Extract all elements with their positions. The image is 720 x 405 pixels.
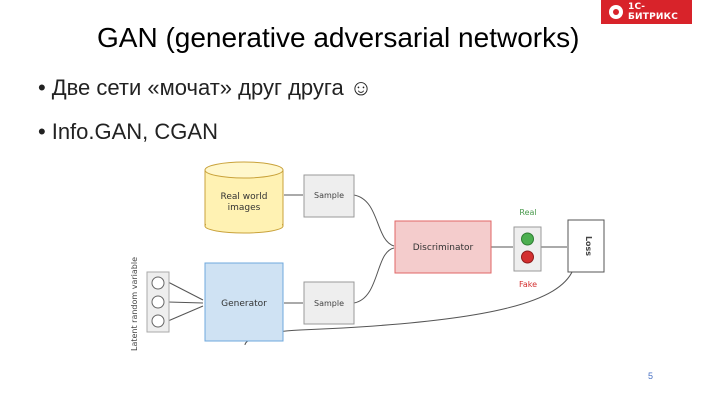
discriminator-box: Discriminator bbox=[394, 220, 492, 274]
bullet-text: Info.GAN, CGAN bbox=[51, 119, 218, 144]
latent-to-generator-2 bbox=[167, 301, 204, 304]
brand-logo: 1С-БИТРИКС bbox=[601, 0, 692, 24]
bullet-icon: • bbox=[38, 75, 46, 100]
real-world-images-db: Real world images bbox=[204, 161, 284, 234]
sample-top-box: Sample bbox=[303, 174, 355, 218]
latent-node-icon bbox=[151, 295, 165, 309]
real-world-images-label-line2: images bbox=[228, 203, 261, 213]
latent-to-generator-1 bbox=[167, 281, 204, 301]
sample-bottom-box: Sample bbox=[303, 281, 355, 325]
loss-box: Loss bbox=[567, 219, 605, 273]
discriminator-label: Discriminator bbox=[413, 243, 474, 253]
latent-label: Latent random variable bbox=[130, 257, 139, 351]
bullet-item: •Info.GAN, CGAN bbox=[38, 116, 372, 160]
logo-text: 1С-БИТРИКС bbox=[628, 2, 679, 22]
latent-node-icon bbox=[151, 314, 165, 328]
loss-label: Loss bbox=[584, 236, 593, 256]
latent-to-generator-3 bbox=[167, 305, 204, 322]
bullet-text: Две сети «мочат» друг друга ☺ bbox=[51, 75, 373, 100]
fake-indicator-icon bbox=[521, 250, 534, 264]
bullet-item: •Две сети «мочат» друг друга ☺ bbox=[38, 72, 372, 116]
sample-bottom-to-discriminator bbox=[353, 247, 395, 304]
sample-top-to-discriminator bbox=[353, 194, 395, 247]
real-fake-output: Real Fake bbox=[513, 208, 542, 289]
latent-variable-group: Latent random variable bbox=[130, 257, 170, 351]
bullet-list: •Две сети «мочат» друг друга ☺ •Info.GAN… bbox=[38, 72, 372, 160]
page-number: 5 bbox=[648, 371, 654, 381]
generator-label: Generator bbox=[221, 299, 267, 309]
real-world-images-label: Real world bbox=[220, 192, 267, 202]
bullet-icon: • bbox=[38, 119, 46, 144]
sample-bottom-label: Sample bbox=[314, 299, 344, 308]
fake-label: Fake bbox=[519, 280, 537, 289]
slide-title: GAN (generative adversarial networks) bbox=[97, 22, 580, 53]
sample-top-label: Sample bbox=[314, 191, 344, 200]
bitrix-logo-icon bbox=[609, 5, 623, 19]
real-indicator-icon bbox=[521, 232, 534, 246]
real-label: Real bbox=[519, 208, 536, 217]
latent-node-icon bbox=[151, 276, 165, 290]
generator-box: Generator bbox=[204, 262, 284, 342]
